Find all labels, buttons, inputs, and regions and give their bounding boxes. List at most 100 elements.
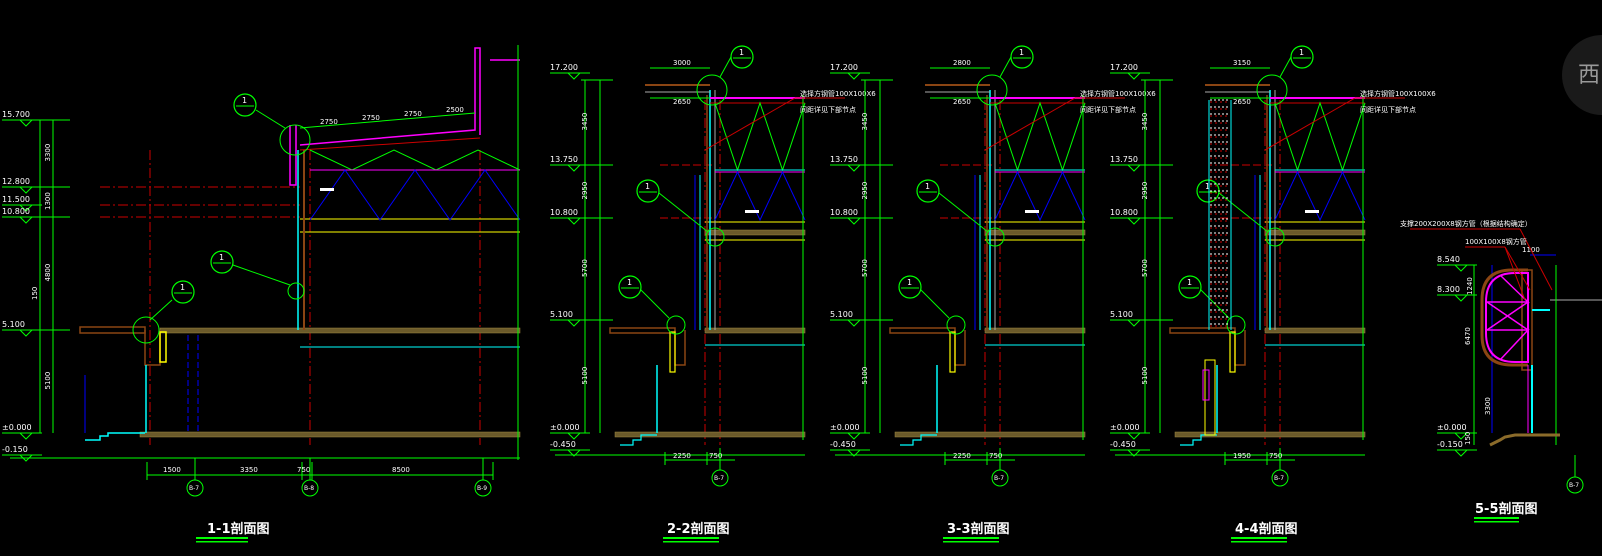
truss-web: [1274, 101, 1366, 172]
dim-label: 5700: [1141, 259, 1149, 277]
annotation: 间距详见下部节点: [1360, 105, 1416, 114]
leader-line: [1264, 97, 1356, 151]
floor-slab-hatch: [1264, 327, 1366, 334]
level-triangle: [567, 449, 581, 457]
dim-label: 5100: [581, 367, 589, 385]
detail-callout-bubble: [898, 275, 922, 299]
level-label: 13.750: [550, 155, 578, 164]
line: [719, 56, 732, 78]
axis-label: B-7: [189, 485, 199, 492]
detail-circle: [705, 227, 725, 247]
watermark-text: 西: [1578, 63, 1600, 88]
steps: [85, 432, 145, 441]
level-label: -0.450: [830, 440, 856, 449]
detail-circle: [132, 316, 160, 344]
detail-callout-bubble: [210, 250, 234, 274]
callout-number: 1: [219, 253, 224, 262]
line: [1504, 246, 1526, 301]
level-triangle: [567, 217, 581, 225]
dim-label: 2250: [953, 452, 971, 460]
level-label: ±0.000: [830, 423, 860, 432]
floor-slab-hatch: [894, 431, 1086, 438]
dim-label: 150: [1464, 432, 1472, 445]
level-triangle: [1454, 294, 1468, 302]
callout-number: 1: [1187, 278, 1192, 287]
level-triangle: [1127, 432, 1141, 440]
level-triangle: [1454, 432, 1468, 440]
steps: [1180, 434, 1217, 446]
truss-web: [714, 170, 806, 222]
axis-bubble: [711, 469, 729, 487]
level-label: 10.800: [550, 208, 578, 217]
axis-label: B-7: [1274, 475, 1284, 482]
beam-yellow: [159, 331, 167, 363]
line: [1218, 192, 1269, 233]
truss-web: [994, 170, 1086, 222]
title-underline: [1231, 537, 1287, 539]
line: [920, 289, 950, 319]
level-triangle: [847, 432, 861, 440]
section-title: 3-3剖面图: [947, 521, 1010, 537]
level-triangle: [567, 319, 581, 327]
detail-callout-bubble: [636, 179, 660, 203]
truss-web: [309, 149, 521, 171]
dim-label: 2650: [953, 98, 971, 106]
level-triangle: [1127, 217, 1141, 225]
dim-label: 750: [989, 452, 1002, 460]
beam: [674, 330, 686, 366]
steps: [900, 434, 937, 446]
callout-number: 1: [1205, 182, 1210, 191]
level-label: 10.800: [2, 207, 30, 216]
section-1-1: 15.70012.80011.50010.8005.100±0.000-0.15…: [2, 45, 521, 543]
dim-label: 5700: [581, 259, 589, 277]
section-title: 4-4剖面图: [1235, 521, 1298, 537]
floor-slab-hatch: [159, 327, 521, 334]
detail-circle: [696, 74, 728, 106]
line: [1519, 228, 1553, 291]
title-underline: [943, 541, 999, 543]
dim-label: 5100: [44, 372, 52, 390]
dim-label: 750: [297, 466, 310, 474]
callout-number: 1: [925, 182, 930, 191]
beam-yellow: [949, 331, 956, 373]
detail-callout-bubble: [233, 93, 257, 117]
detail-circle: [985, 227, 1005, 247]
canopy-slab: [79, 326, 146, 334]
tag: [320, 188, 334, 191]
oval-cladding: [1480, 268, 1528, 367]
dim-label: 2950: [581, 182, 589, 200]
axis-label: B-7: [994, 475, 1004, 482]
canopy-slab: [1169, 327, 1236, 334]
axis-label: B-8: [304, 485, 314, 492]
dim-label: 5100: [1141, 367, 1149, 385]
floor-slab-hatch: [984, 327, 1086, 334]
level-label: ±0.000: [2, 423, 32, 432]
axis-label: B-9: [477, 485, 487, 492]
title-underline: [943, 537, 999, 539]
detail-callout-bubble: [171, 280, 195, 304]
roof-dim-line: [299, 112, 476, 129]
axis-bubble: [1271, 469, 1289, 487]
canopy-slab: [609, 327, 676, 334]
detail-circle: [287, 282, 305, 300]
title-underline: [663, 541, 719, 543]
floor-slab-hatch: [139, 431, 521, 438]
level-triangle: [847, 449, 861, 457]
axis-bubble: [1566, 476, 1584, 494]
callout-number: 1: [1299, 48, 1304, 57]
callout-number: 1: [242, 96, 247, 105]
title-underline: [1231, 541, 1287, 543]
level-label: 17.200: [550, 63, 578, 72]
line: [1504, 246, 1531, 291]
truss-web: [994, 101, 1086, 172]
dim-label: 2750: [362, 114, 380, 122]
dim-label: 3000: [673, 59, 691, 67]
section-title: 2-2剖面图: [667, 521, 730, 537]
axis-label: B-7: [1569, 482, 1579, 489]
level-triangle: [847, 72, 861, 80]
annotation: 100X100X8钢方管: [1465, 237, 1527, 246]
dim-label: 2950: [1141, 182, 1149, 200]
level-label: 8.300: [1437, 285, 1460, 294]
detail-callout-bubble: [1178, 275, 1202, 299]
